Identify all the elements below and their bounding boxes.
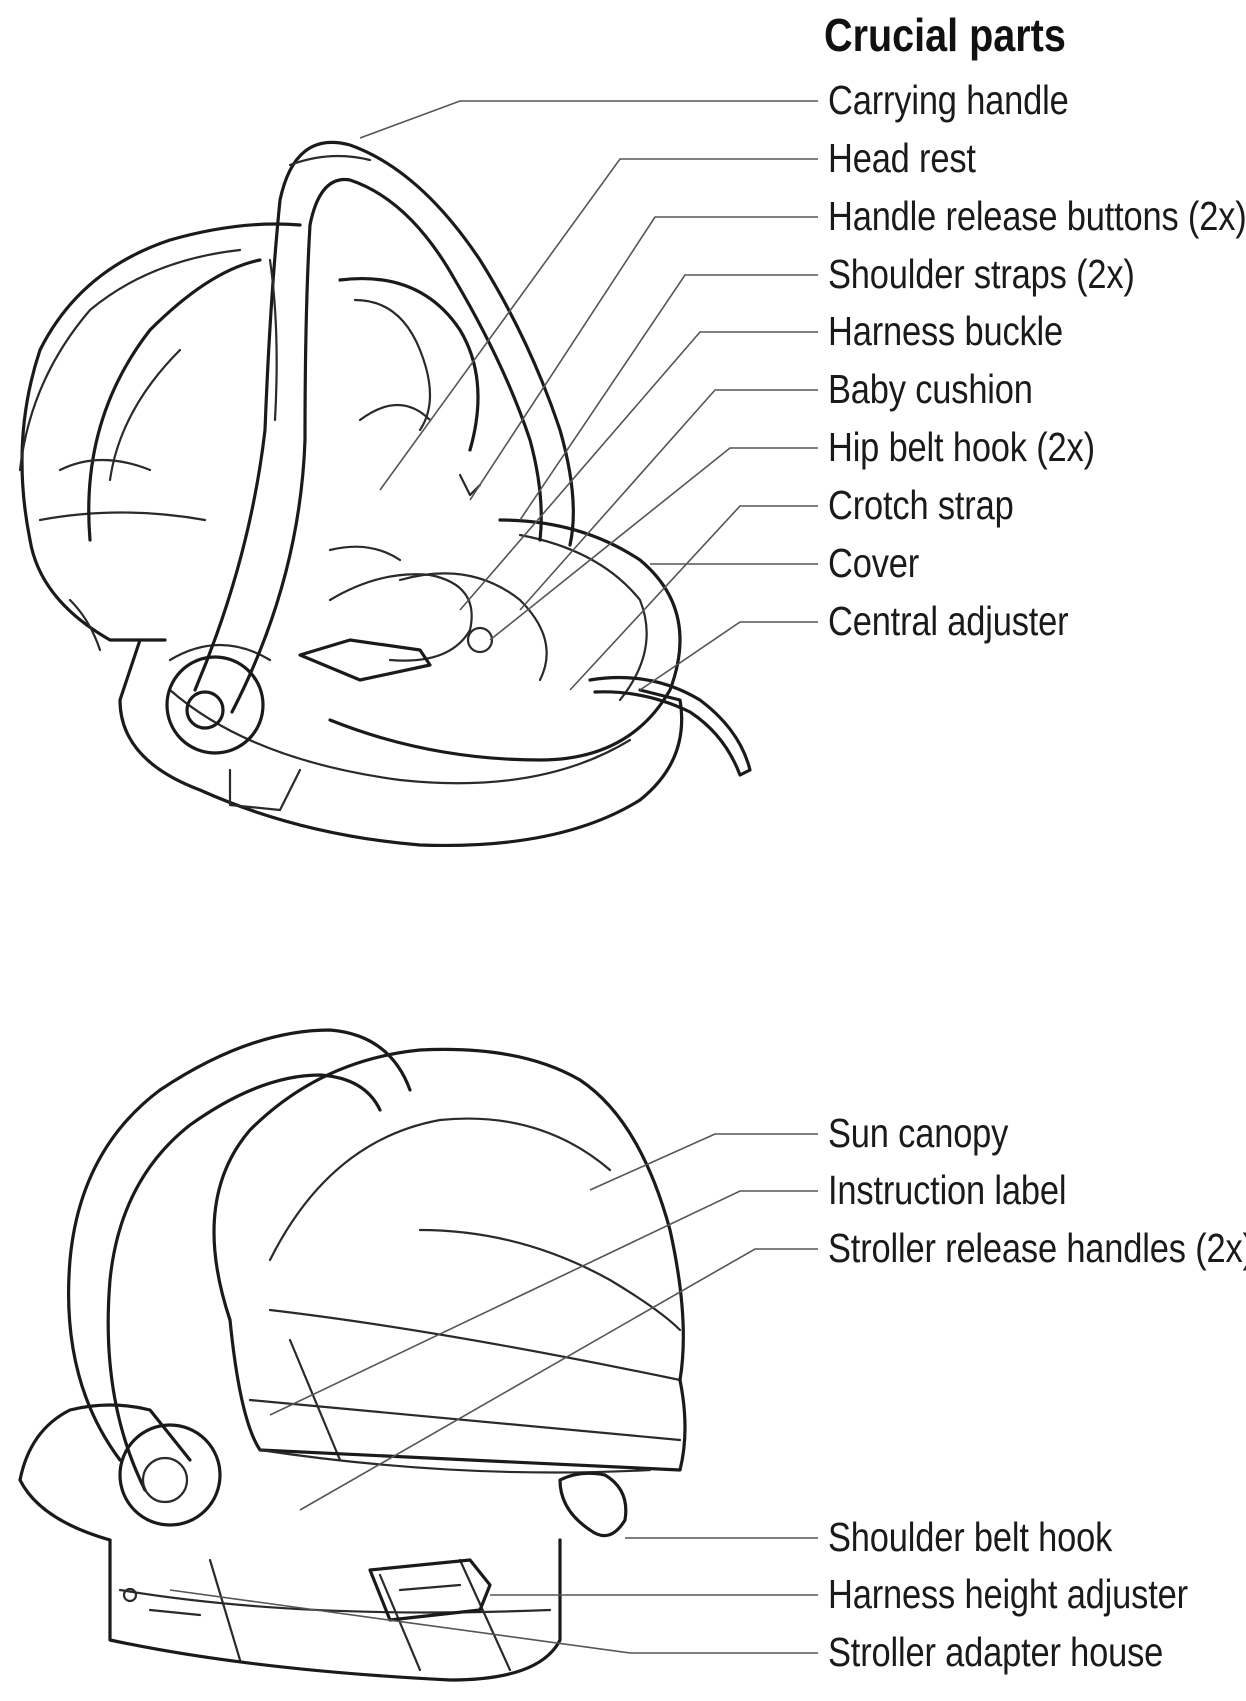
car-seat-front-illustration [18,140,752,848]
top-leader-lines [359,100,818,691]
car-seat-rear-illustration [18,1028,687,1682]
label-head-rest: Head rest [828,135,976,181]
label-handle-release-buttons: Handle release buttons (2x) [828,193,1246,239]
label-hip-belt-hook: Hip belt hook (2x) [828,424,1095,470]
label-crotch-strap: Crotch strap [828,482,1014,528]
label-carrying-handle: Carrying handle [828,77,1069,123]
label-cover: Cover [828,540,920,586]
label-stroller-adapter-house: Stroller adapter house [828,1629,1164,1675]
label-shoulder-straps: Shoulder straps (2x) [828,251,1135,297]
label-shoulder-belt-hook: Shoulder belt hook [828,1514,1113,1560]
label-instruction-label: Instruction label [828,1167,1067,1213]
label-stroller-release-handles: Stroller release handles (2x) [828,1225,1246,1271]
diagram-title: Crucial parts [824,9,1066,61]
label-harness-buckle: Harness buckle [828,308,1064,354]
label-harness-height-adjuster: Harness height adjuster [828,1571,1188,1617]
label-central-adjuster: Central adjuster [828,598,1069,644]
label-sun-canopy: Sun canopy [828,1110,1009,1156]
label-baby-cushion: Baby cushion [828,366,1033,412]
bottom-leader-lines [169,1133,818,1654]
